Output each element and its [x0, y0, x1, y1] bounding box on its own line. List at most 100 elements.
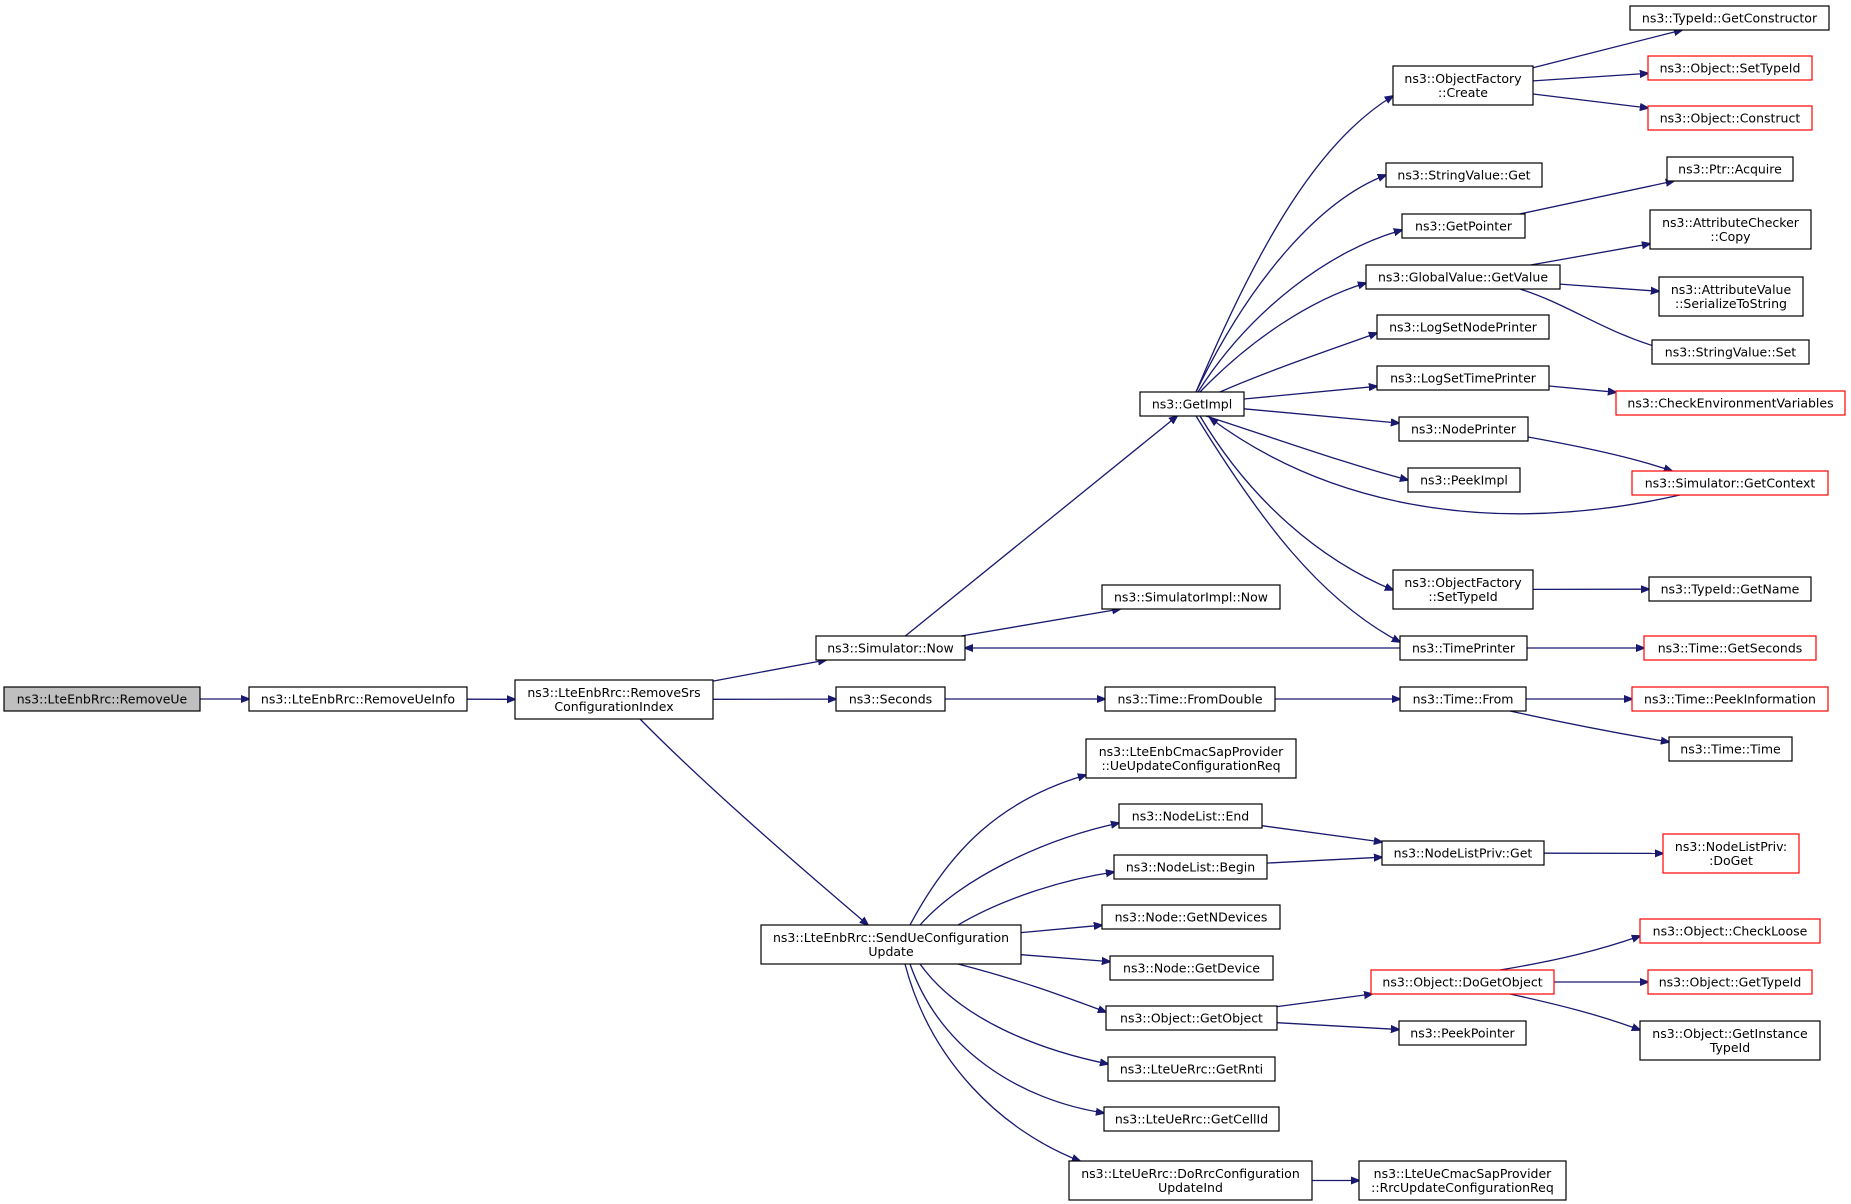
node-box[interactable]	[1639, 1020, 1821, 1061]
node-n14[interactable]: ns3::LogSetTimePrinter	[1376, 365, 1550, 391]
node-n46[interactable]: ns3::PeekPointer	[1398, 1020, 1527, 1046]
node-n48[interactable]: ns3::Object::GetTypeId	[1647, 969, 1813, 995]
node-n37[interactable]: ns3::Node::GetNDevices	[1101, 904, 1281, 930]
node-box[interactable]	[1629, 5, 1830, 31]
node-box[interactable]	[1376, 365, 1550, 391]
node-n22[interactable]: ns3::Ptr::Acquire	[1666, 156, 1794, 182]
node-n24[interactable]: ns3::AttributeValue::SerializeToString	[1658, 276, 1804, 317]
node-n19[interactable]: ns3::TypeId::GetConstructor	[1629, 5, 1830, 31]
node-box[interactable]	[1399, 686, 1527, 712]
node-n20[interactable]: ns3::Object::SetTypeId	[1647, 55, 1813, 81]
node-box[interactable]	[1107, 1056, 1276, 1082]
node-n44[interactable]: ns3::NodeListPriv::DoGet	[1662, 833, 1800, 874]
node-box[interactable]	[1101, 904, 1281, 930]
node-n4[interactable]: ns3::Simulator::Now	[815, 635, 966, 661]
node-n50[interactable]: ns3::LteUeCmacSapProvider::RrcUpdateConf…	[1358, 1160, 1567, 1201]
node-n16[interactable]: ns3::PeekImpl	[1407, 467, 1521, 493]
node-box[interactable]	[1085, 738, 1297, 779]
node-box[interactable]	[1647, 969, 1813, 995]
node-n8[interactable]: ns3::SimulatorImpl::Now	[1101, 584, 1281, 610]
node-n1[interactable]: ns3::LteEnbRrc::RemoveUe	[3, 686, 201, 712]
node-box[interactable]	[760, 924, 1022, 965]
node-box[interactable]	[514, 679, 714, 720]
node-box[interactable]	[1639, 918, 1821, 944]
node-n34[interactable]: ns3::LteEnbCmacSapProvider::UeUpdateConf…	[1085, 738, 1297, 779]
node-n6[interactable]: ns3::LteEnbRrc::SendUeConfigurationUpdat…	[760, 924, 1022, 965]
node-n7[interactable]: ns3::GetImpl	[1139, 391, 1245, 417]
node-n41[interactable]: ns3::LteUeRrc::GetCellId	[1103, 1106, 1280, 1132]
node-box[interactable]	[1398, 416, 1529, 442]
node-box[interactable]	[1399, 635, 1528, 661]
node-box[interactable]	[1392, 65, 1534, 106]
node-box[interactable]	[1631, 686, 1829, 712]
node-n45[interactable]: ns3::Object::DoGetObject	[1370, 969, 1555, 995]
node-box[interactable]	[835, 686, 946, 712]
node-box[interactable]	[1103, 1106, 1280, 1132]
node-n27[interactable]: ns3::Simulator::GetContext	[1631, 470, 1829, 496]
node-n36[interactable]: ns3::NodeList::Begin	[1113, 854, 1268, 880]
node-n33[interactable]: ns3::Time::Time	[1668, 736, 1793, 762]
node-n25[interactable]: ns3::StringValue::Set	[1651, 339, 1810, 365]
node-n3[interactable]: ns3::LteEnbRrc::RemoveSrsConfigurationIn…	[514, 679, 714, 720]
node-n23[interactable]: ns3::AttributeChecker::Copy	[1649, 209, 1812, 250]
node-n43[interactable]: ns3::NodeListPriv::Get	[1381, 840, 1545, 866]
node-box[interactable]	[3, 686, 201, 712]
node-box[interactable]	[1643, 635, 1817, 661]
node-box[interactable]	[1385, 162, 1543, 188]
node-n17[interactable]: ns3::ObjectFactory::SetTypeId	[1392, 569, 1534, 610]
node-box[interactable]	[1651, 339, 1810, 365]
node-n13[interactable]: ns3::LogSetNodePrinter	[1376, 314, 1550, 340]
node-box[interactable]	[1615, 390, 1846, 416]
node-box[interactable]	[1407, 467, 1521, 493]
node-n42[interactable]: ns3::LteUeRrc::DoRrcConfigurationUpdateI…	[1068, 1160, 1313, 1201]
node-box[interactable]	[1104, 686, 1276, 712]
node-box[interactable]	[1647, 55, 1813, 81]
node-n39[interactable]: ns3::Object::GetObject	[1105, 1005, 1278, 1031]
node-box[interactable]	[1647, 105, 1813, 131]
node-n29[interactable]: ns3::Time::GetSeconds	[1643, 635, 1817, 661]
node-n35[interactable]: ns3::NodeList::End	[1118, 803, 1263, 829]
node-box[interactable]	[1649, 209, 1812, 250]
node-n47[interactable]: ns3::Object::CheckLoose	[1639, 918, 1821, 944]
node-box[interactable]	[1648, 576, 1812, 602]
node-n31[interactable]: ns3::Time::From	[1399, 686, 1527, 712]
node-box[interactable]	[1666, 156, 1794, 182]
node-n40[interactable]: ns3::LteUeRrc::GetRnti	[1107, 1056, 1276, 1082]
node-box[interactable]	[1631, 470, 1829, 496]
node-box[interactable]	[1068, 1160, 1313, 1201]
node-n12[interactable]: ns3::GlobalValue::GetValue	[1365, 264, 1561, 290]
node-box[interactable]	[1381, 840, 1545, 866]
node-box[interactable]	[1101, 584, 1281, 610]
node-n26[interactable]: ns3::CheckEnvironmentVariables	[1615, 390, 1846, 416]
node-box[interactable]	[248, 686, 468, 712]
node-n9[interactable]: ns3::ObjectFactory::Create	[1392, 65, 1534, 106]
node-n38[interactable]: ns3::Node::GetDevice	[1109, 955, 1274, 981]
node-box[interactable]	[1658, 276, 1804, 317]
node-box[interactable]	[1398, 1020, 1527, 1046]
node-box[interactable]	[815, 635, 966, 661]
node-box[interactable]	[1370, 969, 1555, 995]
node-box[interactable]	[1401, 213, 1526, 239]
node-box[interactable]	[1105, 1005, 1278, 1031]
node-box[interactable]	[1365, 264, 1561, 290]
node-n18[interactable]: ns3::TimePrinter	[1399, 635, 1528, 661]
node-box[interactable]	[1139, 391, 1245, 417]
node-n11[interactable]: ns3::GetPointer	[1401, 213, 1526, 239]
node-n2[interactable]: ns3::LteEnbRrc::RemoveUeInfo	[248, 686, 468, 712]
node-box[interactable]	[1358, 1160, 1567, 1201]
node-n15[interactable]: ns3::NodePrinter	[1398, 416, 1529, 442]
node-box[interactable]	[1376, 314, 1550, 340]
node-n21[interactable]: ns3::Object::Construct	[1647, 105, 1813, 131]
node-box[interactable]	[1668, 736, 1793, 762]
node-box[interactable]	[1113, 854, 1268, 880]
node-box[interactable]	[1662, 833, 1800, 874]
node-n28[interactable]: ns3::TypeId::GetName	[1648, 576, 1812, 602]
node-box[interactable]	[1118, 803, 1263, 829]
node-n5[interactable]: ns3::Seconds	[835, 686, 946, 712]
node-box[interactable]	[1109, 955, 1274, 981]
node-n10[interactable]: ns3::StringValue::Get	[1385, 162, 1543, 188]
node-n30[interactable]: ns3::Time::FromDouble	[1104, 686, 1276, 712]
node-n32[interactable]: ns3::Time::PeekInformation	[1631, 686, 1829, 712]
node-box[interactable]	[1392, 569, 1534, 610]
